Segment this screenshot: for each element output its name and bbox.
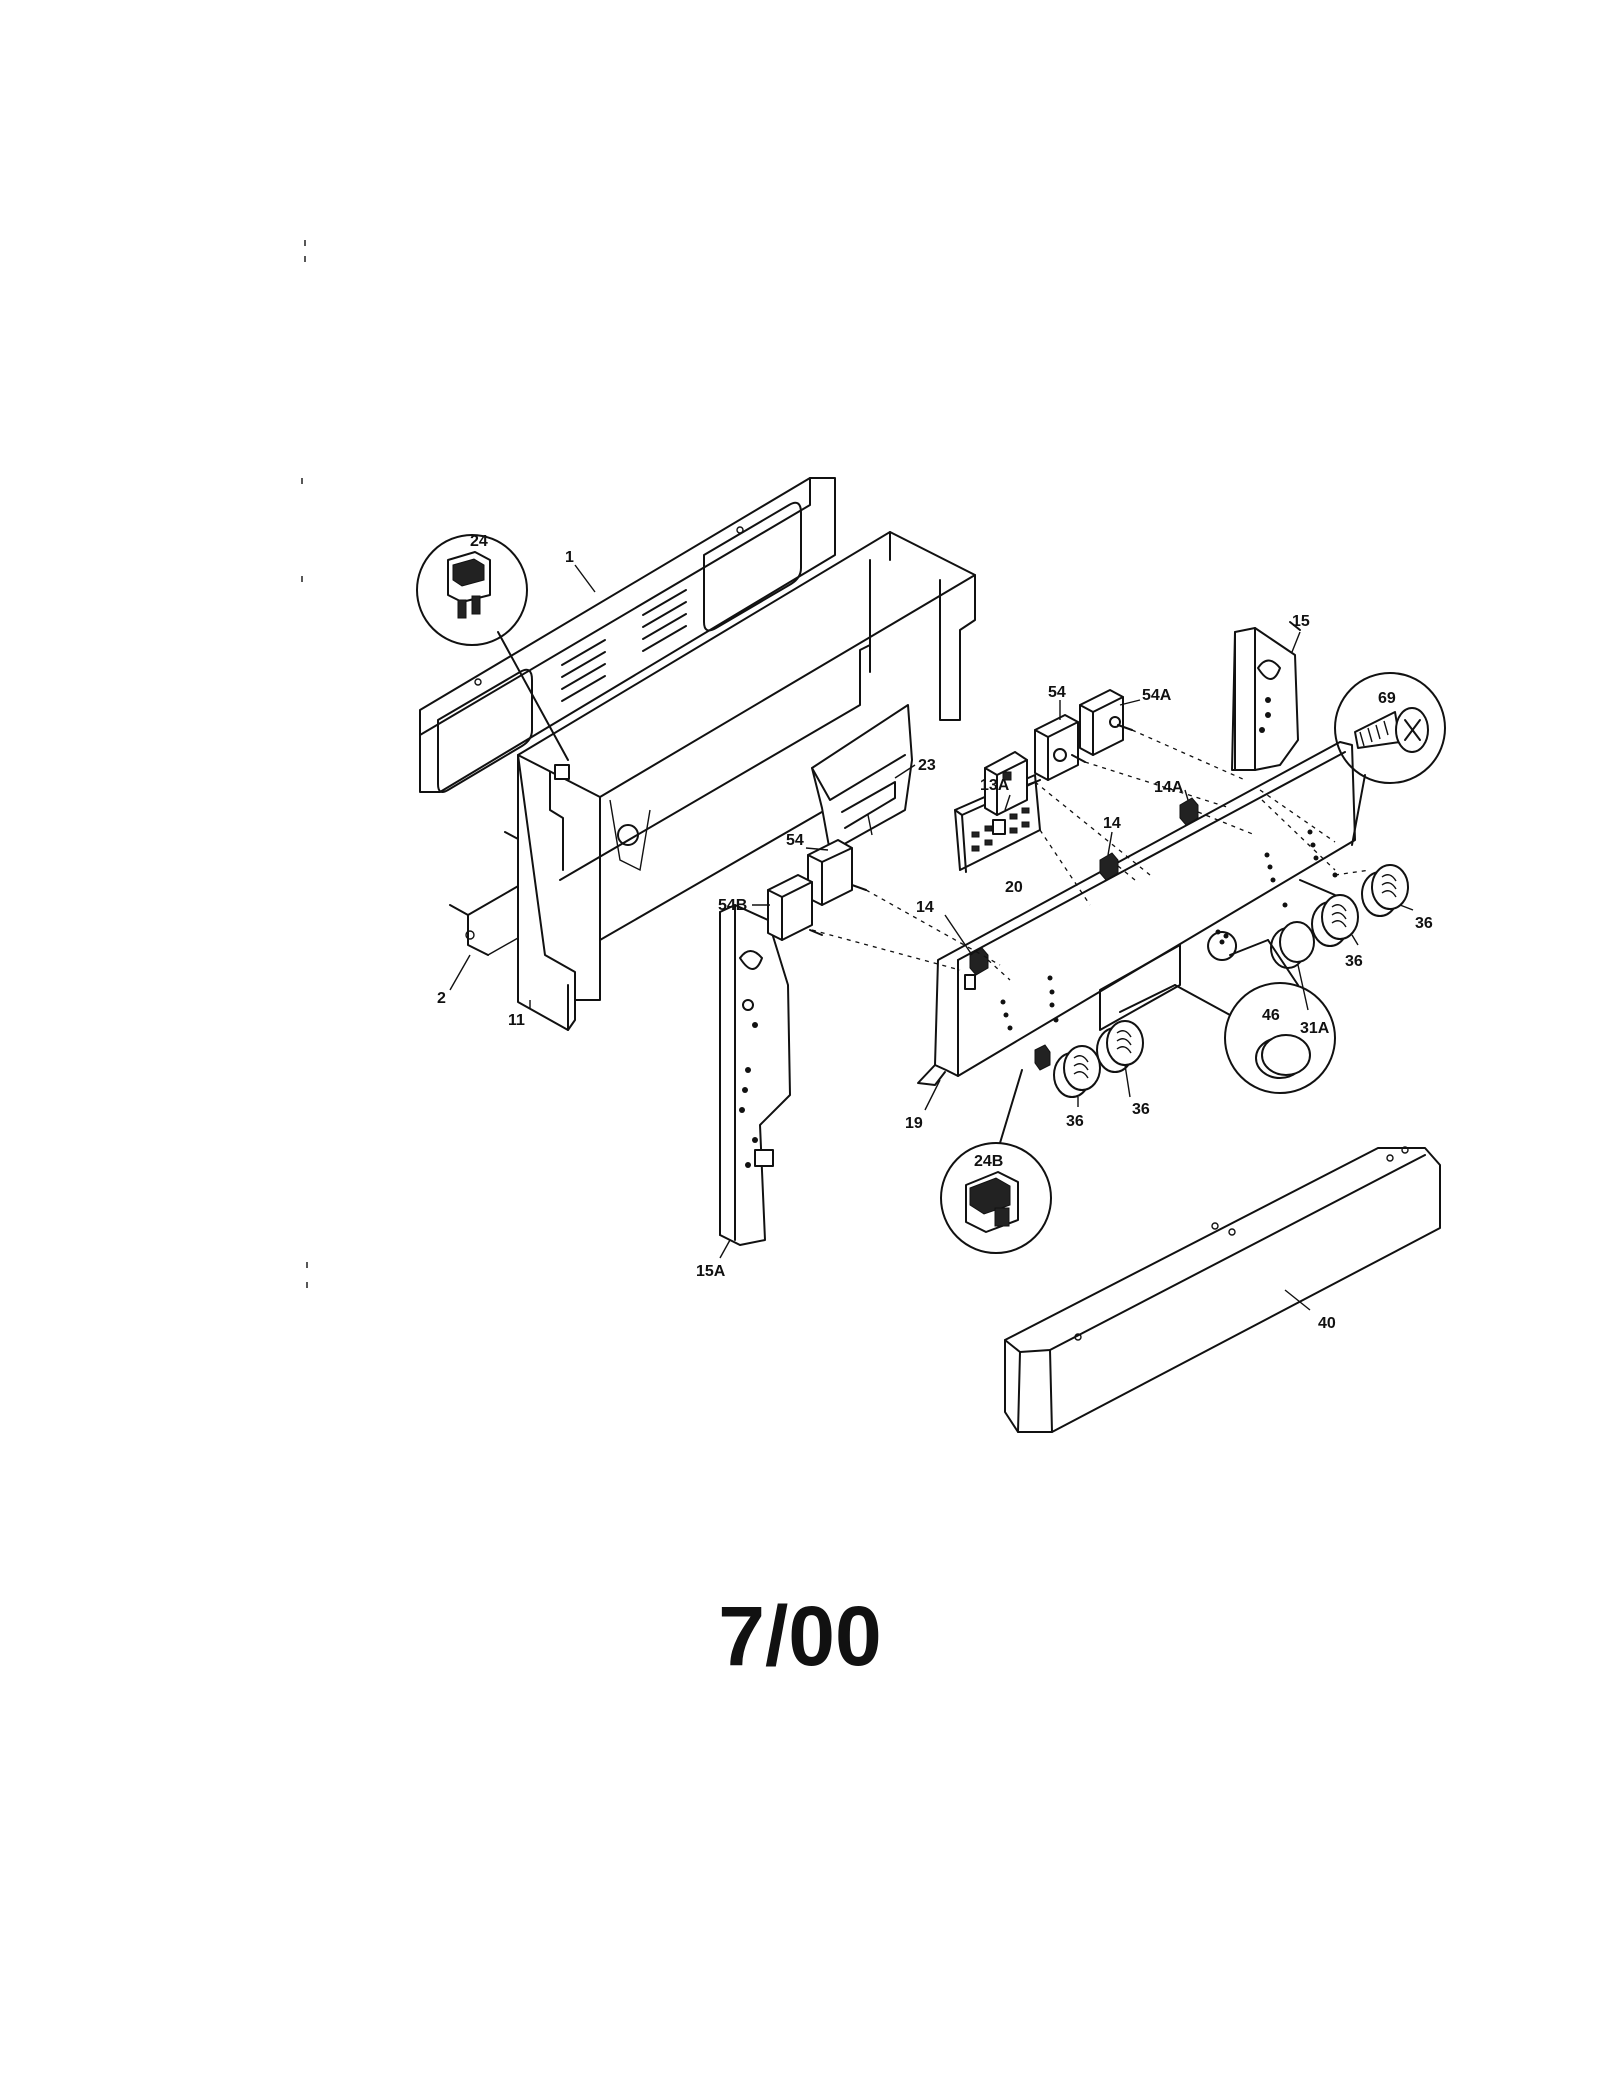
label-54-lower: 54 [786, 832, 804, 849]
label-31A: 31A [1300, 1020, 1330, 1037]
date-code: 7/00 [718, 1589, 882, 1683]
part-14A-indicator-light [1179, 797, 1199, 826]
leader-lines [449, 564, 1414, 1311]
part-31A-knob [1270, 921, 1315, 969]
callout-69-screw [1334, 672, 1446, 846]
vent-slots [561, 589, 687, 702]
part-54-upper-switch [1034, 714, 1086, 781]
part-14-indicator-light-lower [969, 947, 989, 976]
label-24B: 24B [974, 1153, 1003, 1170]
label-69: 69 [1378, 690, 1396, 707]
part-11-upper-frame [517, 531, 976, 1031]
part-14-indicator-light-upper [1099, 852, 1119, 881]
label-36-a: 36 [1066, 1113, 1084, 1130]
label-23: 23 [918, 757, 936, 774]
part-1-rear-panel [419, 477, 836, 793]
label-36-d: 36 [1415, 915, 1433, 932]
part-36-knob-rear-mid [1311, 894, 1359, 947]
part-13A-switch [984, 751, 1036, 816]
indicator-holes [1000, 829, 1338, 1031]
label-14-upper: 14 [1103, 815, 1121, 832]
label-1: 1 [565, 549, 574, 566]
label-15: 15 [1292, 613, 1310, 630]
label-20: 20 [1005, 879, 1023, 896]
assembly-lines [811, 729, 1371, 981]
label-46: 46 [1262, 1007, 1280, 1024]
part-36-knob-rear-right [1361, 864, 1409, 917]
label-54A: 54A [1142, 687, 1172, 704]
label-11: 11 [508, 1012, 525, 1029]
part-54-lower-switch [807, 839, 867, 906]
label-54-upper: 54 [1048, 684, 1066, 701]
label-13A: 13A [980, 777, 1010, 794]
label-36-c: 36 [1345, 953, 1363, 970]
part-36-knob-front-left [1053, 1045, 1101, 1098]
callout-46-knob-insert [1119, 939, 1336, 1094]
part-labels: 1 2 11 13A 14 14 14A 15 15A 19 20 23 24 … [437, 533, 1433, 1332]
part-2-bracket [449, 831, 521, 956]
part-54B-switch [767, 874, 823, 941]
label-2: 2 [437, 990, 446, 1007]
label-24: 24 [470, 533, 488, 550]
label-19: 19 [905, 1115, 923, 1132]
label-14A: 14A [1154, 779, 1184, 796]
callout-24B-rocker-switch [940, 1044, 1052, 1254]
part-40-trim-panel [1004, 1146, 1441, 1433]
part-15A-left-bracket [719, 904, 791, 1246]
label-36-b: 36 [1132, 1101, 1150, 1118]
margin-marks [301, 240, 308, 1288]
label-54B: 54B [718, 897, 747, 914]
label-14-lower: 14 [916, 899, 934, 916]
callout-24-rocker-switch [416, 534, 569, 761]
part-15-right-bracket [1231, 621, 1301, 771]
part-36-knob-front-right [1096, 1020, 1144, 1073]
part-19-control-panel [917, 741, 1356, 1086]
label-40: 40 [1318, 1315, 1336, 1332]
part-23-bracket [811, 704, 913, 853]
part-54A-switch [1079, 689, 1133, 756]
label-15A: 15A [696, 1263, 726, 1280]
keypad-buttons [971, 807, 1030, 852]
